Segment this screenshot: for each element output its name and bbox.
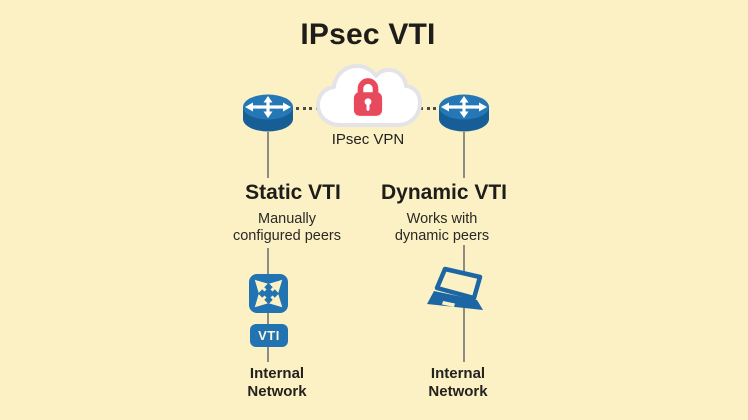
router-icon-right	[439, 94, 489, 132]
dotted-link-left	[296, 107, 319, 110]
vti-badge-label: VTI	[258, 328, 280, 343]
static-vti-description-line2: configured peers	[232, 228, 341, 244]
expand-arrows-icon	[249, 274, 288, 313]
internal-network-right-line2: Network	[428, 383, 488, 400]
static-vti-description: Manually configured peers	[202, 211, 372, 245]
cloud-label: IPsec VPN	[331, 131, 405, 148]
expand-arrows-glyph	[254, 279, 283, 308]
static-vti-heading: Static VTI	[245, 181, 341, 204]
diagram-title: IPsec VTI	[300, 18, 436, 51]
internal-network-label-left: Internal Network	[197, 365, 357, 401]
lock-icon	[353, 78, 383, 116]
vti-badge: VTI	[250, 324, 288, 347]
laptop-icon	[427, 266, 483, 310]
dynamic-vti-description-line1: Works with	[406, 211, 478, 227]
internal-network-label-right: Internal Network	[378, 365, 538, 401]
dynamic-vti-heading: Dynamic VTI	[380, 181, 508, 204]
internal-network-left-line2: Network	[247, 383, 307, 400]
static-vti-description-line1: Manually	[257, 211, 317, 227]
dotted-link-right	[420, 107, 443, 110]
connector-left-top	[267, 132, 269, 178]
internal-network-right-line1: Internal	[430, 365, 486, 382]
router-icon-left	[243, 94, 293, 132]
connector-right-top	[463, 132, 465, 178]
internal-network-left-line1: Internal	[249, 365, 305, 382]
dynamic-vti-description: Works with dynamic peers	[357, 211, 527, 245]
dynamic-vti-description-line2: dynamic peers	[394, 228, 490, 244]
